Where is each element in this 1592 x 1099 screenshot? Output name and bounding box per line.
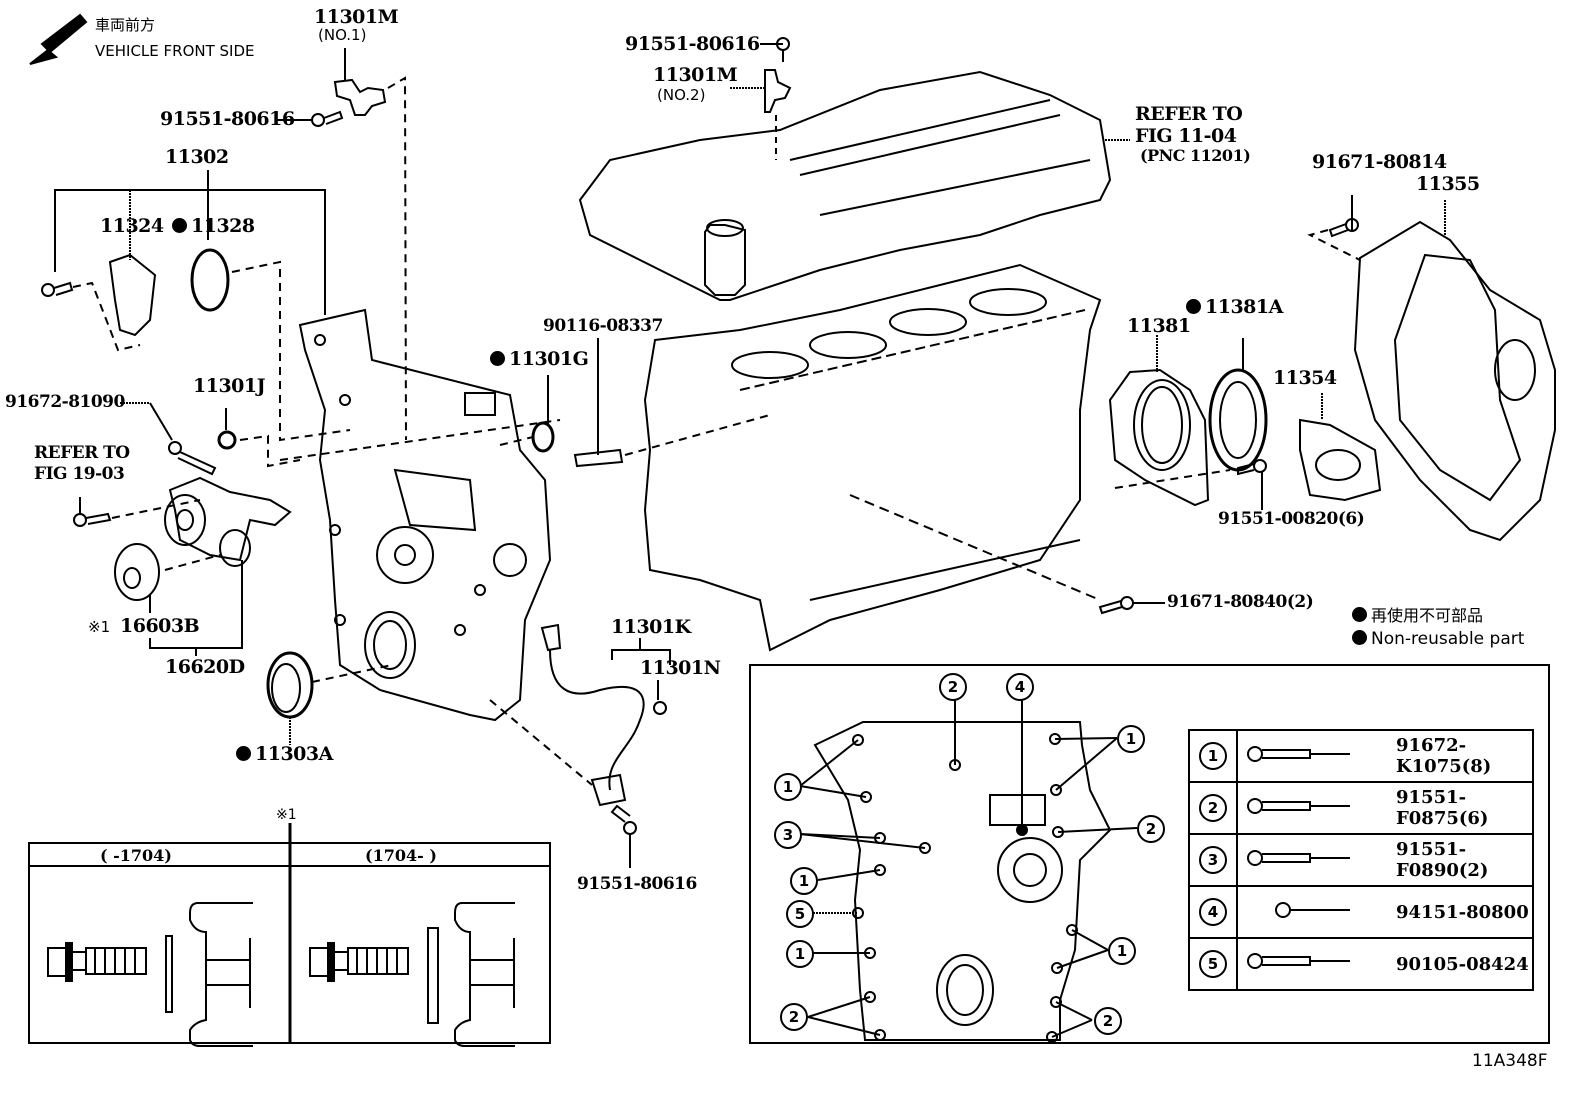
part-label-11301M-no2[interactable]: 11301M bbox=[653, 64, 738, 86]
bolt-marker[interactable]: 2 bbox=[780, 1003, 808, 1031]
bolt-location-cover-drawing bbox=[799, 698, 1138, 1043]
part-label-11301G[interactable]: 11301G bbox=[490, 350, 589, 369]
refer-fig-11-04-line1[interactable]: REFER TO bbox=[1135, 103, 1243, 125]
part-label-11354[interactable]: 11354 bbox=[1273, 367, 1337, 389]
part-label-16620D[interactable]: 16620D bbox=[165, 656, 245, 678]
bolt-marker[interactable]: 1 bbox=[1117, 725, 1145, 753]
part-sublabel-no1: (NO.1) bbox=[318, 26, 367, 44]
table-row[interactable]: 5 90105-08424 bbox=[1188, 937, 1534, 991]
bolt-index: 4 bbox=[1199, 898, 1227, 926]
variant-inset-frame bbox=[28, 823, 551, 1044]
bolt-index: 5 bbox=[1199, 950, 1227, 978]
bolt-marker[interactable]: 4 bbox=[1006, 673, 1034, 701]
part-label-11301N[interactable]: 11301N bbox=[640, 657, 721, 679]
bolt-index: 3 bbox=[1199, 846, 1227, 874]
timing-chain-cover-drawing bbox=[279, 308, 561, 722]
part-label-11301K[interactable]: 11301K bbox=[611, 616, 691, 638]
non-reusable-dot-icon bbox=[490, 351, 505, 366]
bolt-marker[interactable]: 2 bbox=[939, 673, 967, 701]
variant-new-bolt-drawing bbox=[309, 902, 515, 1047]
bolt-table: 1 91672-K1075(8) 2 91551-F0875(6) 3 9155… bbox=[1188, 729, 1534, 991]
part-label-11303A[interactable]: 11303A bbox=[236, 745, 333, 764]
bolt-marker[interactable]: 1 bbox=[1108, 937, 1136, 965]
bolt-marker[interactable]: 5 bbox=[786, 900, 814, 928]
oring-and-stud-drawing bbox=[499, 338, 771, 468]
rear-end-plate-drawing bbox=[1299, 195, 1556, 542]
tensioner-and-idler-drawing bbox=[73, 402, 301, 656]
bolt-marker[interactable]: 3 bbox=[774, 821, 802, 849]
part-label-91672-81090[interactable]: 91672-81090 bbox=[5, 392, 125, 412]
crank-sensor-drawing bbox=[489, 623, 671, 868]
part-label-11328[interactable]: 11328 bbox=[172, 217, 255, 236]
table-row[interactable]: 3 91551-F0890(2) bbox=[1188, 833, 1534, 887]
non-reusable-dot-icon bbox=[236, 746, 251, 761]
table-row[interactable]: 1 91672-K1075(8) bbox=[1188, 729, 1534, 783]
part-label-11381[interactable]: 11381 bbox=[1127, 315, 1191, 337]
part-label-91551-00820[interactable]: 91551-00820(6) bbox=[1218, 509, 1365, 529]
block-bolt-drawing bbox=[1098, 596, 1165, 615]
part-sublabel-no2: (NO.2) bbox=[657, 86, 706, 104]
part-label-91551-80616[interactable]: 91551-80616 bbox=[160, 108, 295, 130]
bolt-marker[interactable]: 2 bbox=[1137, 815, 1165, 843]
bolt-part-number[interactable]: 91551-F0875(6) bbox=[1236, 781, 1534, 835]
bolt-index: 1 bbox=[1199, 742, 1227, 770]
cylinder-block-drawing bbox=[643, 263, 1102, 652]
refer-fig-19-03-line2[interactable]: FIG 19-03 bbox=[34, 464, 125, 484]
non-reusable-dot-icon bbox=[1186, 299, 1201, 314]
part-label-11301J[interactable]: 11301J bbox=[193, 375, 266, 397]
part-label-11381A[interactable]: 11381A bbox=[1186, 298, 1283, 317]
variant-column-before-1704: ( -1704) bbox=[100, 846, 172, 865]
part-label-90116-08337[interactable]: 90116-08337 bbox=[543, 316, 663, 336]
cam-sensor-no1-drawing bbox=[275, 48, 407, 441]
variant-marker: ※1 bbox=[88, 618, 111, 636]
part-label-16603B[interactable]: 16603B bbox=[120, 615, 200, 637]
timing-cover-assy-bracket bbox=[41, 170, 351, 442]
part-label-91671-80840[interactable]: 91671-80840(2) bbox=[1167, 592, 1314, 612]
vehicle-front-label-en: VEHICLE FRONT SIDE bbox=[95, 42, 255, 60]
figure-code: 11A348F bbox=[1472, 1051, 1548, 1071]
part-label-11355[interactable]: 11355 bbox=[1416, 173, 1480, 195]
non-reusable-dot-icon bbox=[1352, 607, 1367, 622]
refer-fig-19-03-line1[interactable]: REFER TO bbox=[34, 443, 130, 463]
bolt-marker[interactable]: 1 bbox=[774, 773, 802, 801]
part-label-11302[interactable]: 11302 bbox=[165, 146, 229, 168]
variant-inset-marker: ※1 bbox=[276, 807, 297, 823]
table-row[interactable]: 2 91551-F0875(6) bbox=[1188, 781, 1534, 835]
variant-old-bolt-drawing bbox=[47, 902, 253, 1047]
part-label-11324[interactable]: 11324 bbox=[100, 215, 164, 237]
bolt-marker[interactable]: 2 bbox=[1094, 1007, 1122, 1035]
non-reusable-dot-icon bbox=[172, 218, 187, 233]
refer-fig-11-04-line2[interactable]: FIG 11-04 bbox=[1135, 125, 1237, 147]
vehicle-front-label-jp: 車両前方 bbox=[95, 16, 156, 34]
rear-oil-seal-retainer-drawing bbox=[1108, 335, 1268, 510]
bolt-marker[interactable]: 1 bbox=[790, 867, 818, 895]
part-label-91671-80814[interactable]: 91671-80814 bbox=[1312, 151, 1447, 173]
legend-non-reusable-jp: 再使用不可部品 bbox=[1352, 607, 1483, 624]
part-label-91551-80616-bottom[interactable]: 91551-80616 bbox=[577, 874, 697, 894]
bolt-part-number[interactable]: 91672-K1075(8) bbox=[1236, 729, 1534, 783]
part-label-11301M-no1[interactable]: 11301M bbox=[314, 6, 399, 28]
part-label-91551-80616-top[interactable]: 91551-80616 bbox=[625, 33, 760, 55]
bolt-part-number[interactable]: 90105-08424 bbox=[1236, 937, 1534, 991]
legend-non-reusable-en: Non-reusable part bbox=[1352, 630, 1524, 648]
non-reusable-dot-icon bbox=[1352, 630, 1367, 645]
table-row[interactable]: 4 94151-80800 bbox=[1188, 885, 1534, 939]
front-oil-seal-drawing bbox=[266, 651, 393, 745]
bolt-part-number[interactable]: 91551-F0890(2) bbox=[1236, 833, 1534, 887]
variant-column-after-1704: (1704- ) bbox=[365, 846, 437, 865]
bolt-part-number[interactable]: 94151-80800 bbox=[1236, 885, 1534, 939]
bolt-marker[interactable]: 1 bbox=[786, 940, 814, 968]
cylinder-head-cover-drawing bbox=[578, 37, 1130, 301]
refer-fig-11-04-line3: (PNC 11201) bbox=[1140, 146, 1251, 165]
bolt-location-inset-frame bbox=[749, 664, 1550, 1044]
bolt-index: 2 bbox=[1199, 794, 1227, 822]
front-direction-arrow-icon bbox=[29, 13, 88, 65]
